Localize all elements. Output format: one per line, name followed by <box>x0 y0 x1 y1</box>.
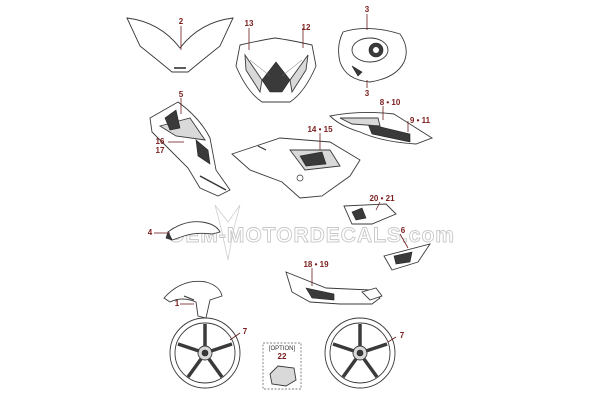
part-tail-section <box>329 111 434 145</box>
callout-17: 17 <box>156 146 165 155</box>
callout-7-front: 7 <box>243 327 248 336</box>
watermark-emblem-icon <box>214 204 241 261</box>
callout-12: 12 <box>302 23 311 32</box>
callout-7-rear: 7 <box>400 331 405 340</box>
option-decal-sheet-icon <box>269 365 297 387</box>
callout-3-bottom: 3 <box>365 89 370 98</box>
callout-4: 4 <box>148 228 153 237</box>
part-belly-pan <box>285 271 383 305</box>
callout-6: 6 <box>401 226 406 235</box>
part-side-fairing <box>149 101 231 197</box>
part-front-fairing <box>235 37 317 103</box>
callouts: 2 13 12 3 3 5 8 • 10 9 • 11 14 • 15 16 1… <box>148 5 431 340</box>
callout-1: 1 <box>175 299 180 308</box>
watermark: OEM-MOTORDECALS.com <box>168 204 455 261</box>
option-box: [OPTION] 22 <box>262 342 302 390</box>
callout-13: 13 <box>245 19 254 28</box>
callout-20-21: 20 • 21 <box>369 194 395 203</box>
callout-8-10: 8 • 10 <box>380 98 401 107</box>
part-lower-fairing <box>231 137 361 199</box>
part-small-panel <box>343 203 397 225</box>
callout-5: 5 <box>179 90 184 99</box>
callout-14-15: 14 • 15 <box>307 125 333 134</box>
watermark-text: OEM-MOTORDECALS.com <box>168 224 455 247</box>
callout-18-19: 18 • 19 <box>303 260 329 269</box>
callout-9-11: 9 • 11 <box>410 116 431 125</box>
callout-16: 16 <box>156 137 165 146</box>
part-rear-wheel <box>324 317 396 389</box>
callout-3-top: 3 <box>365 5 370 14</box>
part-under-panel <box>383 243 432 271</box>
part-windscreen <box>126 17 234 73</box>
callout-2: 2 <box>179 17 184 26</box>
part-fuel-tank <box>338 28 407 83</box>
callout-22: 22 <box>278 352 287 361</box>
part-front-wheel <box>169 317 241 389</box>
part-front-fender <box>163 280 223 319</box>
part-rear-hugger <box>165 221 221 241</box>
leader-lines <box>154 14 409 343</box>
option-label: [OPTION] <box>269 346 296 352</box>
